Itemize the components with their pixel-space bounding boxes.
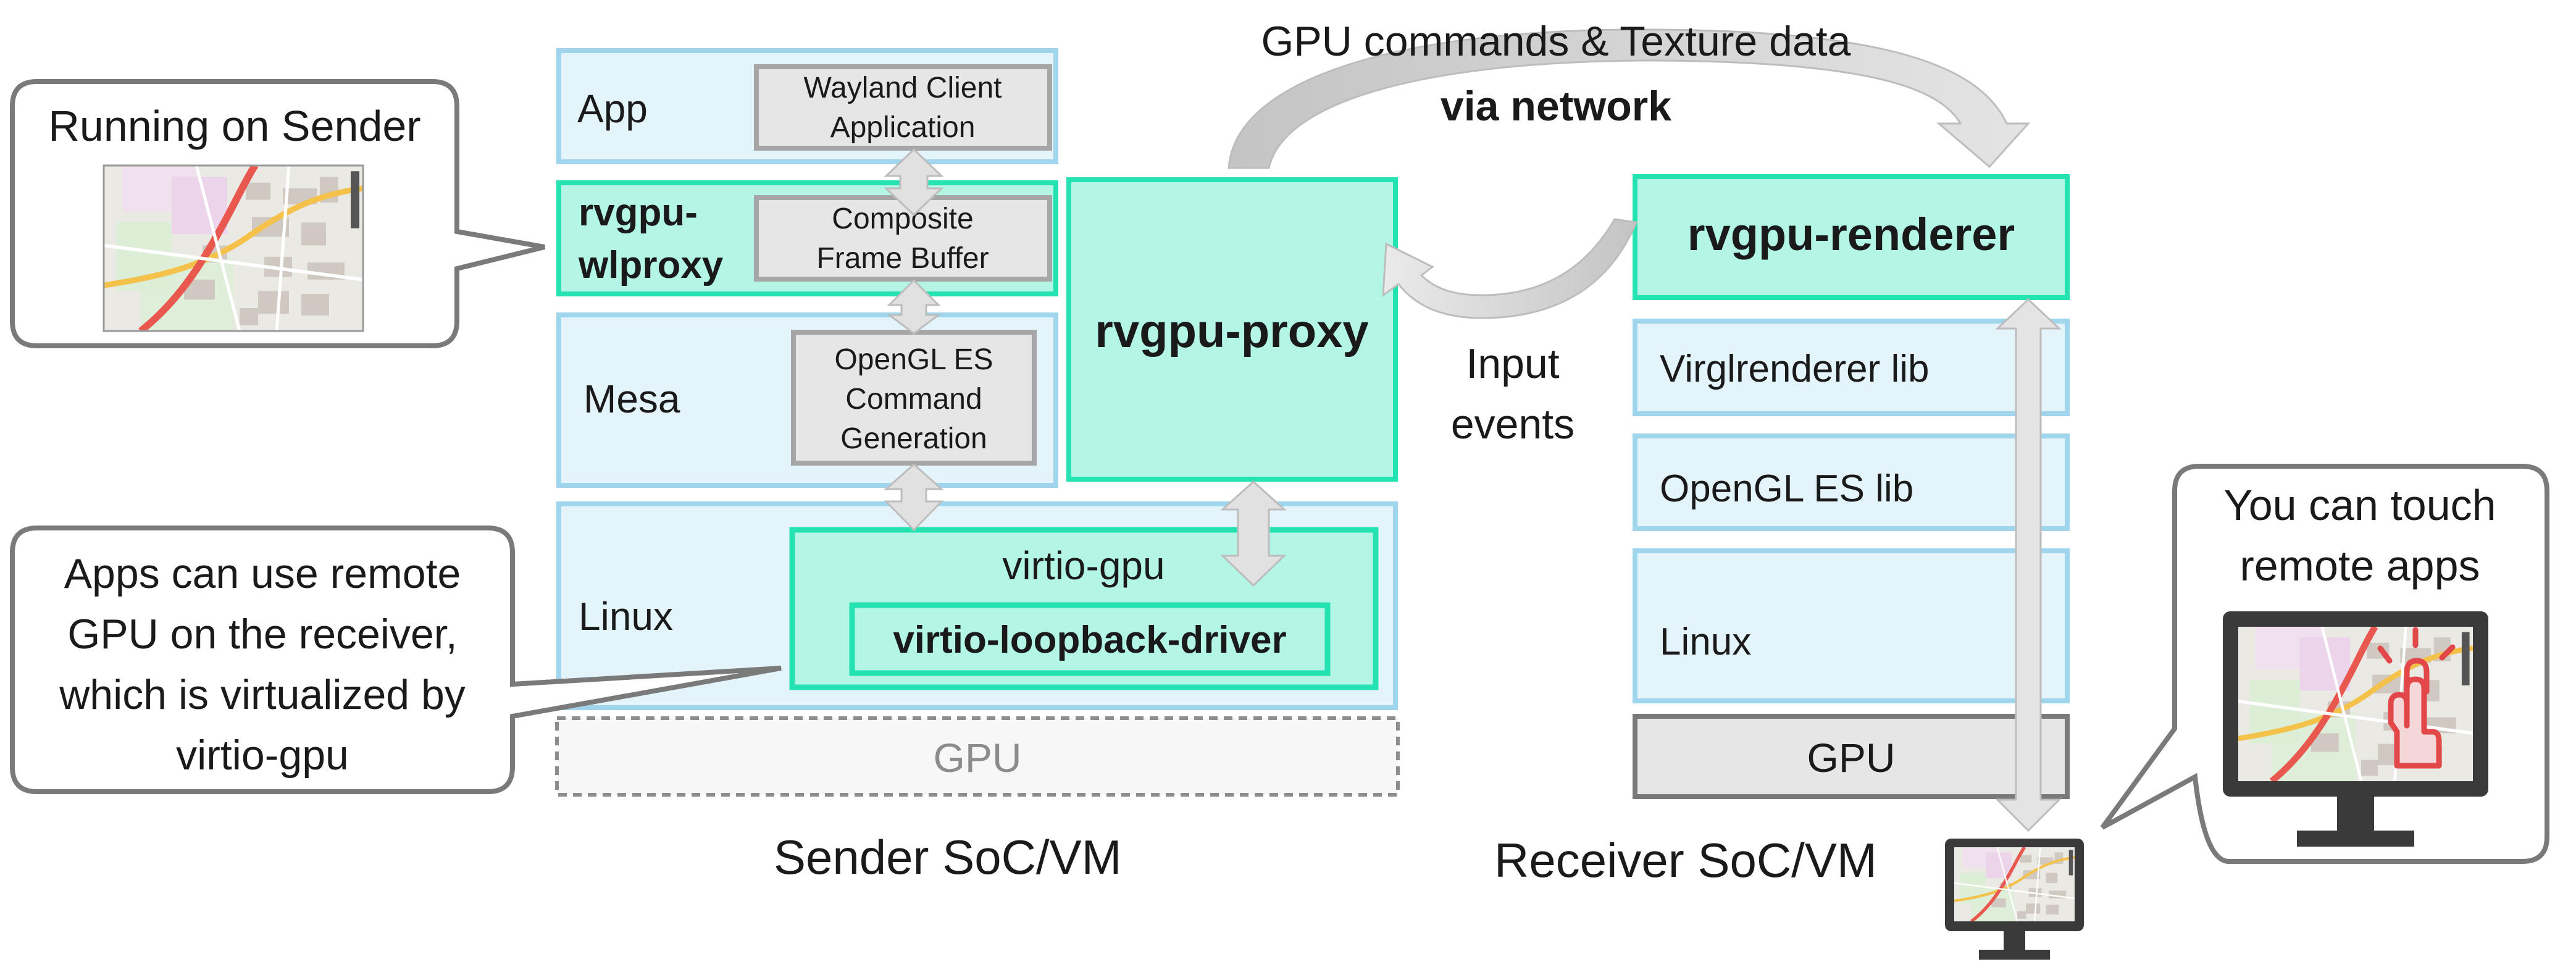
app-layer-label: App xyxy=(577,86,648,131)
wayland-line-1: Wayland Client xyxy=(803,72,1002,104)
composite-frame-buffer-box: Composite Frame Buffer xyxy=(754,195,1052,282)
arrow-mesa-to-linux xyxy=(884,463,944,532)
sender-map-thumbnail xyxy=(102,164,364,332)
wayland-client-box: Wayland Client Application xyxy=(754,64,1052,151)
apps-callout-line-3: which is virtualized by xyxy=(59,671,466,718)
arrow-renderer-to-monitor xyxy=(1995,298,2062,832)
opengl-lib-label: OpenGL ES lib xyxy=(1660,467,1913,510)
opengl-line-1: OpenGL ES xyxy=(834,343,993,376)
touch-callout-line-1: You can touch xyxy=(2223,481,2496,529)
virtio-loopback-driver-label: virtio-loopback-driver xyxy=(893,619,1286,661)
rvgpu-proxy-box: rvgpu-proxy xyxy=(1066,177,1398,482)
receiver-layer-linux: Linux xyxy=(1633,548,2070,703)
composite-line-1: Composite xyxy=(832,203,973,235)
callout-apps-remote-gpu: Apps can use remote GPU on the receiver,… xyxy=(10,526,782,794)
linux-layer-label: Linux xyxy=(579,594,673,639)
mesa-layer-label: Mesa xyxy=(583,377,680,421)
network-label-line-2: via network xyxy=(1441,83,1671,130)
input-label-line-2: events xyxy=(1451,401,1574,448)
wlproxy-label-line-2: wlproxy xyxy=(578,244,724,287)
receiver-caption: Receiver SoC/VM xyxy=(1494,833,1877,887)
input-arc-arrow xyxy=(1382,218,1638,319)
sender-layer-gpu: GPU xyxy=(555,716,1400,797)
receiver-layer-virgl: Virglrenderer lib xyxy=(1633,319,2070,416)
receiver-linux-label: Linux xyxy=(1660,621,1751,663)
receiver-layer-gpu: GPU xyxy=(1633,714,2070,799)
rvgpu-renderer-label: rvgpu-renderer xyxy=(1687,209,2015,260)
opengl-line-3: Generation xyxy=(840,422,987,455)
virtio-gpu-label: virtio-gpu xyxy=(1002,543,1165,588)
sender-caption: Sender SoC/VM xyxy=(774,830,1122,884)
input-label-line-1: Input xyxy=(1466,340,1559,387)
callout-touch-remote-apps: You can touch remote apps xyxy=(2100,464,2549,864)
touch-hand-icon xyxy=(2377,627,2456,769)
network-label-line-1: GPU commands & Texture data xyxy=(1261,18,1851,65)
sender-vertical-arrows xyxy=(884,148,944,532)
arrow-app-to-wlproxy xyxy=(884,148,944,217)
callout-running-on-sender: Running on Sender xyxy=(10,79,545,348)
composite-line-2: Frame Buffer xyxy=(816,242,989,275)
opengl-command-box: OpenGL ES Command Generation xyxy=(791,330,1037,466)
wayland-line-2: Application xyxy=(830,111,976,144)
small-monitor-icon xyxy=(1945,839,2084,960)
receiver-layer-opengl: OpenGL ES lib xyxy=(1633,433,2070,531)
touch-callout-line-2: remote apps xyxy=(2239,542,2480,590)
wlproxy-label-line-1: rvgpu- xyxy=(579,191,698,234)
apps-callout-line-4: virtio-gpu xyxy=(176,732,349,779)
virtio-loopback-driver-box: virtio-loopback-driver xyxy=(849,602,1331,676)
apps-callout-line-1: Apps can use remote xyxy=(64,550,461,597)
arrow-wlproxy-to-mesa xyxy=(886,279,942,335)
network-arc-arrow xyxy=(1227,28,2031,169)
opengl-line-2: Command xyxy=(845,383,982,416)
rvgpu-proxy-label: rvgpu-proxy xyxy=(1095,305,1368,358)
virgl-label: Virglrenderer lib xyxy=(1660,348,1930,390)
sender-gpu-label: GPU xyxy=(933,735,1021,781)
arrow-proxy-to-virtio xyxy=(1220,480,1287,587)
running-on-sender-text: Running on Sender xyxy=(48,102,420,150)
apps-callout-line-2: GPU on the receiver, xyxy=(67,611,457,658)
receiver-gpu-label: GPU xyxy=(1807,735,1895,781)
rvgpu-renderer-box: rvgpu-renderer xyxy=(1633,174,2070,300)
